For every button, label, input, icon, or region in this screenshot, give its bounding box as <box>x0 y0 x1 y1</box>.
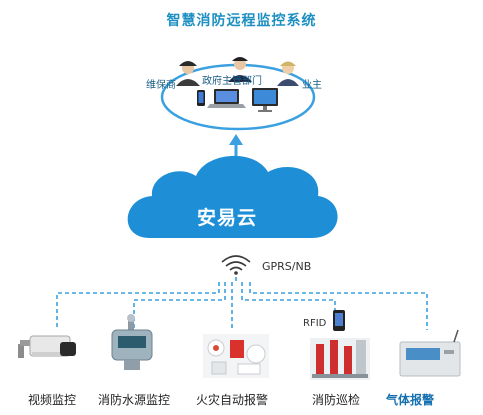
phone-icon <box>197 90 205 106</box>
government-person-icon <box>228 57 252 82</box>
cloud-shape <box>127 155 338 238</box>
device-label-water: 消防水源监控 <box>98 393 171 407</box>
rfid-label: RFID <box>303 318 327 329</box>
network-label: GPRS/NB <box>262 260 312 273</box>
fire-alarm-devices-icon <box>203 334 269 378</box>
pump-station-icon <box>310 338 370 380</box>
label-maintainer: 维保商 <box>146 80 176 91</box>
gas-alarm-panel-icon <box>399 329 461 377</box>
diagram-title: 智慧消防远程监控系统 <box>166 13 317 29</box>
cloud-label: 安易云 <box>197 207 258 229</box>
device-label-gas: 气体报警 <box>386 393 435 407</box>
label-government: 政府主管部门 <box>202 76 262 87</box>
monitor-icon <box>252 88 278 112</box>
device-label-video: 视频监控 <box>28 393 77 407</box>
water-gauge-icon <box>111 314 153 370</box>
maintainer-person-icon <box>176 61 200 86</box>
device-label-fire-alarm: 火灾自动报警 <box>196 393 269 407</box>
rfid-reader-icon <box>333 310 345 331</box>
dashed-connectors <box>56 277 428 330</box>
cctv-camera-icon <box>18 335 76 358</box>
device-label-patrol: 消防巡检 <box>312 393 361 407</box>
laptop-icon <box>207 89 246 108</box>
owner-person-icon <box>277 61 299 86</box>
signal-icon <box>221 255 251 275</box>
label-owner: 业主 <box>302 80 322 91</box>
